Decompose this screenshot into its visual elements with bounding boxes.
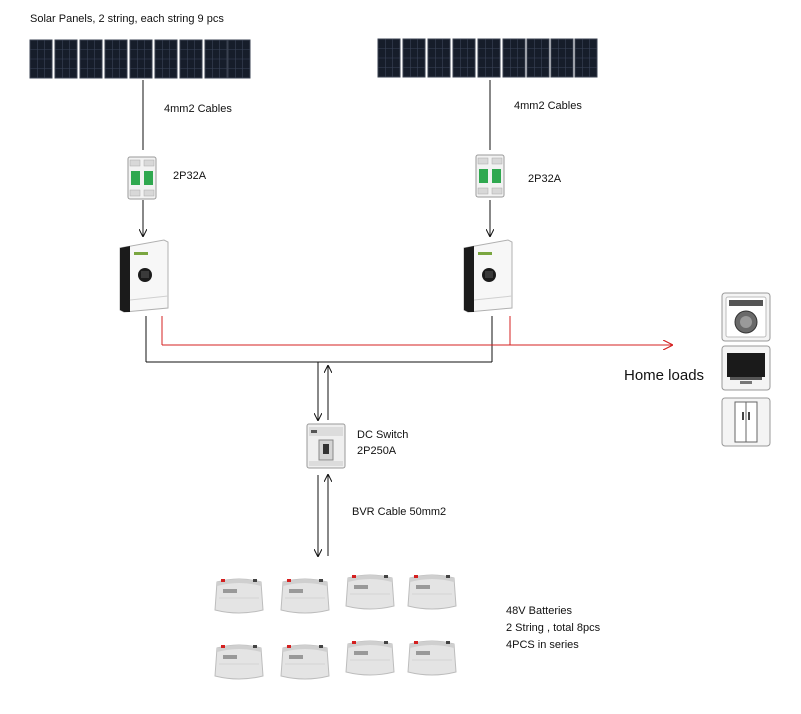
dc-switch-label: DC Switch bbox=[357, 429, 409, 441]
batteries-string-label: 2 String , total 8pcs bbox=[506, 622, 601, 634]
solar-panel-icon bbox=[477, 38, 501, 78]
circuit-breaker-icon bbox=[127, 156, 157, 200]
solar-panel-icon bbox=[204, 39, 228, 79]
solar-panel-icon bbox=[154, 39, 178, 79]
battery-icon bbox=[214, 644, 264, 680]
solar-panel-icon bbox=[377, 38, 401, 78]
batteries-label: 48V Batteries bbox=[506, 605, 573, 617]
circuit-breaker-icon bbox=[475, 154, 505, 198]
dc-switch-rating-label: 2P250A bbox=[357, 445, 397, 457]
battery-icon bbox=[407, 574, 457, 610]
solar-panel-icon bbox=[129, 39, 153, 79]
inverter-icon bbox=[463, 239, 513, 313]
solar-panel-icon bbox=[574, 38, 598, 78]
refrigerator-icon bbox=[721, 397, 771, 447]
solar-panel-icon bbox=[427, 38, 451, 78]
solar-panel-icon bbox=[227, 39, 251, 79]
inverter-icon bbox=[119, 239, 169, 313]
breaker-label-right: 2P32A bbox=[528, 173, 562, 185]
solar-array-right bbox=[377, 38, 598, 78]
solar-panel-icon bbox=[452, 38, 476, 78]
solar-panel-icon bbox=[104, 39, 128, 79]
batteries-series-label: 4PCS in series bbox=[506, 639, 579, 651]
solar-panel-icon bbox=[526, 38, 550, 78]
battery-icon bbox=[214, 578, 264, 614]
solar-panel-icon bbox=[79, 39, 103, 79]
battery-bank bbox=[214, 574, 457, 680]
solar-panel-icon bbox=[29, 39, 53, 79]
solar-panel-icon bbox=[502, 38, 526, 78]
solar-panel-icon bbox=[550, 38, 574, 78]
television-icon bbox=[721, 345, 771, 391]
battery-icon bbox=[280, 578, 330, 614]
cable-label-left: 4mm2 Cables bbox=[164, 103, 232, 115]
solar-panels-label: Solar Panels, 2 string, each string 9 pc… bbox=[30, 13, 224, 25]
solar-panel-icon bbox=[402, 38, 426, 78]
battery-icon bbox=[345, 574, 395, 610]
dc-bus bbox=[145, 316, 493, 363]
battery-icon bbox=[345, 640, 395, 676]
solar-panel-icon bbox=[54, 39, 78, 79]
solar-panel-icon bbox=[179, 39, 203, 79]
battery-icon bbox=[280, 644, 330, 680]
cable-label-right: 4mm2 Cables bbox=[514, 100, 582, 112]
bvr-cable-label: BVR Cable 50mm2 bbox=[352, 506, 447, 518]
home-loads-label: Home loads bbox=[624, 367, 705, 384]
battery-icon bbox=[407, 640, 457, 676]
washing-machine-icon bbox=[721, 292, 771, 342]
dc-switch-icon bbox=[306, 423, 346, 469]
solar-array-left bbox=[29, 39, 251, 79]
ac-output-line bbox=[161, 316, 672, 345]
breaker-label-left: 2P32A bbox=[173, 170, 207, 182]
